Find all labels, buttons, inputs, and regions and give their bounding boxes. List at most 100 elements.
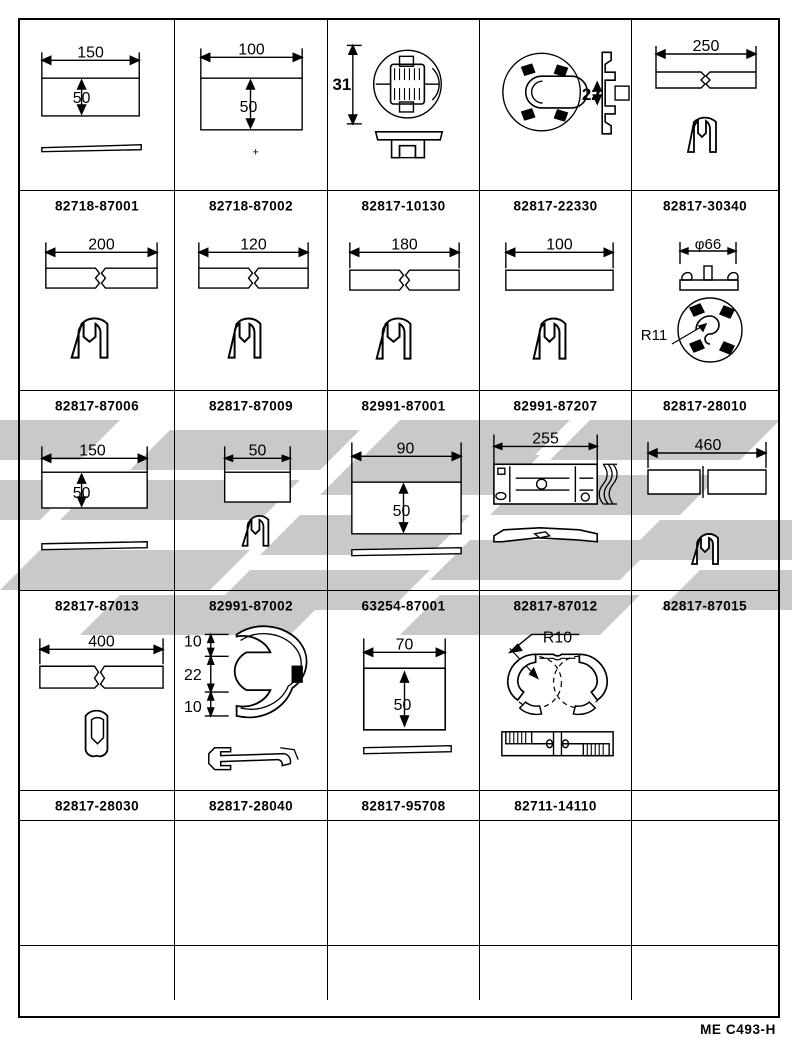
label-cell-5-4[interactable]	[480, 945, 632, 1000]
label-cell-5-2[interactable]	[175, 945, 328, 1000]
label-row-2: 82817-87006 82817-87009 82991-87001 8299…	[20, 390, 778, 420]
svg-text:φ66: φ66	[695, 236, 721, 253]
cell-82991-87002[interactable]: 50	[175, 420, 328, 590]
svg-text:+: +	[252, 147, 258, 159]
svg-text:50: 50	[393, 503, 411, 520]
label-row-1: 82718-87001 82718-87002 82817-10130 8281…	[20, 190, 778, 220]
label-cell-4-5[interactable]	[632, 790, 778, 820]
svg-text:31: 31	[333, 75, 352, 94]
drawing-82817-28030: 400	[20, 620, 174, 790]
part-number: 82817-95708	[361, 798, 446, 813]
svg-text:50: 50	[240, 99, 258, 116]
svg-text:200: 200	[88, 236, 115, 253]
cell-82718-87001[interactable]: 150 50	[20, 20, 175, 190]
cell-82817-28030[interactable]: 400	[20, 620, 175, 790]
label-cell-2-5[interactable]: 82817-28010	[632, 390, 778, 420]
drawing-82991-87002: 50	[175, 420, 327, 590]
svg-text:10: 10	[184, 633, 202, 650]
cell-empty-5-5[interactable]	[632, 820, 778, 945]
art-row-1: 150 50	[20, 20, 778, 190]
svg-text:90: 90	[397, 440, 415, 457]
cell-82817-87013[interactable]: 150 50	[20, 420, 175, 590]
cell-82991-87207[interactable]: 100	[480, 220, 632, 390]
svg-text:255: 255	[532, 430, 559, 447]
label-cell-2-1[interactable]: 82817-87006	[20, 390, 175, 420]
part-number: 82817-87009	[209, 398, 293, 413]
part-number: 82718-87002	[209, 198, 293, 213]
cell-82817-28040[interactable]: 10 22 10	[175, 620, 328, 790]
art-row-3: 150 50 50	[20, 420, 778, 590]
label-cell-3-2[interactable]: 82991-87002	[175, 590, 328, 620]
label-cell-3-4[interactable]: 82817-87012	[480, 590, 632, 620]
label-cell-1-3[interactable]: 82817-10130	[328, 190, 480, 220]
label-cell-1-2[interactable]: 82718-87002	[175, 190, 328, 220]
cell-empty-5-3[interactable]	[328, 820, 480, 945]
cell-empty-4-5[interactable]	[632, 620, 778, 790]
cell-63254-87001[interactable]: 90 50	[328, 420, 480, 590]
label-cell-1-5[interactable]: 82817-30340	[632, 190, 778, 220]
drawing-82991-87207: 100	[480, 220, 631, 390]
cell-empty-5-4[interactable]	[480, 820, 632, 945]
svg-text:50: 50	[394, 697, 412, 714]
drawing-82817-95708: 70 50	[328, 620, 479, 790]
svg-text:400: 400	[88, 633, 115, 650]
drawing-82817-87013: 150 50	[20, 420, 174, 590]
label-cell-4-2[interactable]: 82817-28040	[175, 790, 328, 820]
cell-82817-87015[interactable]: 460	[632, 420, 778, 590]
svg-text:22: 22	[184, 667, 202, 684]
drawing-82817-87012: 255	[480, 420, 631, 590]
part-number: 82817-28040	[209, 798, 293, 813]
part-number: 82817-87013	[55, 598, 139, 613]
label-cell-4-1[interactable]: 82817-28030	[20, 790, 175, 820]
part-number: 82817-10130	[361, 198, 446, 213]
svg-text:460: 460	[695, 437, 722, 454]
part-number: 82711-14110	[514, 798, 597, 813]
svg-text:50: 50	[73, 90, 91, 107]
label-cell-4-4[interactable]: 82711-14110	[480, 790, 632, 820]
part-number: 63254-87001	[361, 598, 446, 613]
part-number: 82817-28010	[663, 398, 747, 413]
cell-82817-87012[interactable]: 255	[480, 420, 632, 590]
part-number: 82991-87002	[209, 598, 293, 613]
label-cell-2-4[interactable]: 82991-87207	[480, 390, 632, 420]
drawing-82817-87015: 460	[632, 420, 778, 590]
svg-text:150: 150	[79, 442, 106, 459]
cell-82817-10130[interactable]: 31	[328, 20, 480, 190]
label-cell-3-1[interactable]: 82817-87013	[20, 590, 175, 620]
label-row-3: 82817-87013 82991-87002 63254-87001 8281…	[20, 590, 778, 620]
cell-82817-87009[interactable]: 120	[175, 220, 328, 390]
art-row-5-empty	[20, 820, 778, 945]
cell-empty-5-2[interactable]	[175, 820, 328, 945]
drawing-82711-14110: R10	[480, 620, 631, 790]
label-cell-5-1[interactable]	[20, 945, 175, 1000]
cell-82817-30340[interactable]: 250	[632, 20, 778, 190]
label-cell-3-3[interactable]: 63254-87001	[328, 590, 480, 620]
label-cell-4-3[interactable]: 82817-95708	[328, 790, 480, 820]
cell-82718-87002[interactable]: 100 50 +	[175, 20, 328, 190]
part-number: 82817-30340	[663, 198, 747, 213]
label-cell-1-4[interactable]: 82817-22330	[480, 190, 632, 220]
cell-82711-14110[interactable]: R10	[480, 620, 632, 790]
label-row-5-empty	[20, 945, 778, 1000]
part-number: 82817-87015	[663, 598, 747, 613]
cell-82817-28010[interactable]: φ66 R11	[632, 220, 778, 390]
label-cell-2-2[interactable]: 82817-87009	[175, 390, 328, 420]
cell-82991-87001[interactable]: 180	[328, 220, 480, 390]
cell-82817-95708[interactable]: 70 50	[328, 620, 480, 790]
svg-text:180: 180	[391, 236, 418, 253]
label-cell-5-3[interactable]	[328, 945, 480, 1000]
label-row-4: 82817-28030 82817-28040 82817-95708 8271…	[20, 790, 778, 820]
art-row-2: 200 120	[20, 220, 778, 390]
cell-82817-87006[interactable]: 200	[20, 220, 175, 390]
label-cell-1-1[interactable]: 82718-87001	[20, 190, 175, 220]
svg-text:150: 150	[77, 44, 104, 61]
label-cell-3-5[interactable]: 82817-87015	[632, 590, 778, 620]
cell-empty-5-1[interactable]	[20, 820, 175, 945]
drawing-82817-28040: 10 22 10	[175, 620, 327, 790]
cell-82817-22330[interactable]: 22	[480, 20, 632, 190]
label-cell-2-3[interactable]: 82991-87001	[328, 390, 480, 420]
part-number: 82991-87001	[361, 398, 446, 413]
part-number: 82991-87207	[513, 398, 598, 413]
part-number: 82817-87012	[513, 598, 598, 613]
label-cell-5-5[interactable]	[632, 945, 778, 1000]
